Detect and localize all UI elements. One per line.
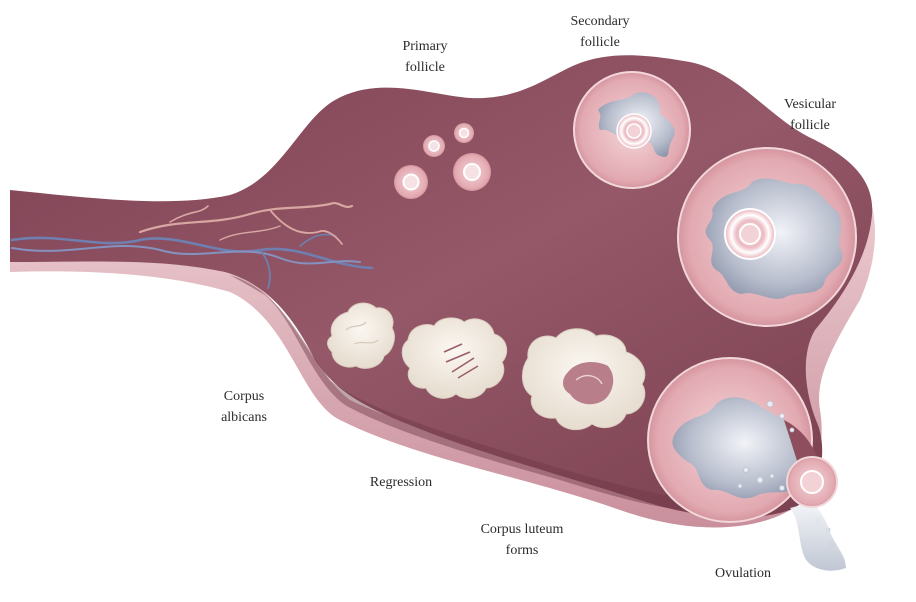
ovary-shadow-band [230, 275, 740, 511]
label-line: Ovulation [715, 566, 771, 581]
label-regression: Regression [356, 472, 446, 493]
label-line: albicans [221, 410, 267, 425]
label-line: Corpus [223, 389, 265, 404]
label-corpus-luteum-forms: Corpus luteum forms [460, 519, 584, 561]
corpus-albicans [327, 302, 395, 369]
label-line: Primary [402, 39, 448, 54]
label-line: Regression [369, 475, 433, 490]
label-secondary-follicle: Secondary follicle [552, 11, 648, 53]
label-primary-follicle: Primary follicle [385, 36, 465, 78]
label-line: forms [505, 543, 539, 558]
primary-follicles [394, 123, 491, 199]
label-line: follicle [580, 35, 620, 50]
blood-vessels [10, 202, 374, 289]
ovulating-follicle [647, 357, 835, 547]
label-corpus-albicans: Corpus albicans [204, 386, 284, 428]
forming-corpus-luteum [522, 328, 646, 431]
label-line: Secondary [570, 14, 630, 29]
label-ovulation: Ovulation [698, 563, 788, 584]
label-line: follicle [405, 60, 445, 75]
label-line: Vesicular [783, 97, 837, 112]
released-oocyte [786, 456, 846, 571]
secondary-follicle [573, 71, 691, 189]
label-vesicular-follicle: Vesicular follicle [768, 94, 852, 136]
label-line: Corpus luteum [480, 522, 564, 537]
label-line: follicle [790, 118, 830, 133]
regressing-corpus-luteum [401, 317, 508, 399]
vesicular-follicle [677, 147, 857, 327]
